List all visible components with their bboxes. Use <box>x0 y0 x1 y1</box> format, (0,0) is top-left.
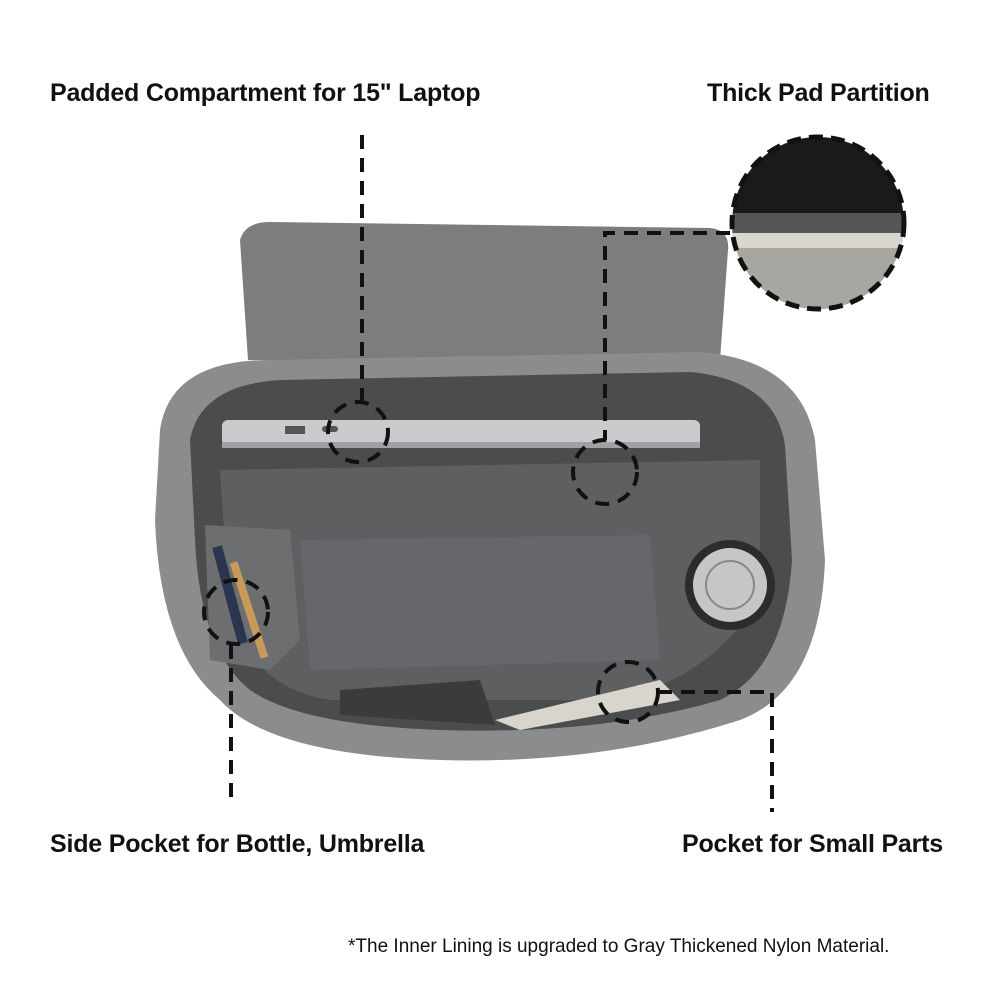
inset-dashed-border <box>729 134 907 312</box>
backpack-flap <box>240 222 729 360</box>
label-side-pocket: Side Pocket for Bottle, Umbrella <box>50 830 425 858</box>
laptop <box>222 420 700 446</box>
footnote: *The Inner Lining is upgraded to Gray Th… <box>348 936 890 957</box>
label-small-parts-pocket: Pocket for Small Parts <box>682 830 943 858</box>
label-laptop-compartment: Padded Compartment for 15" Laptop <box>50 79 481 107</box>
label-thick-pad-partition: Thick Pad Partition <box>707 79 930 107</box>
callout-lines <box>202 135 774 812</box>
